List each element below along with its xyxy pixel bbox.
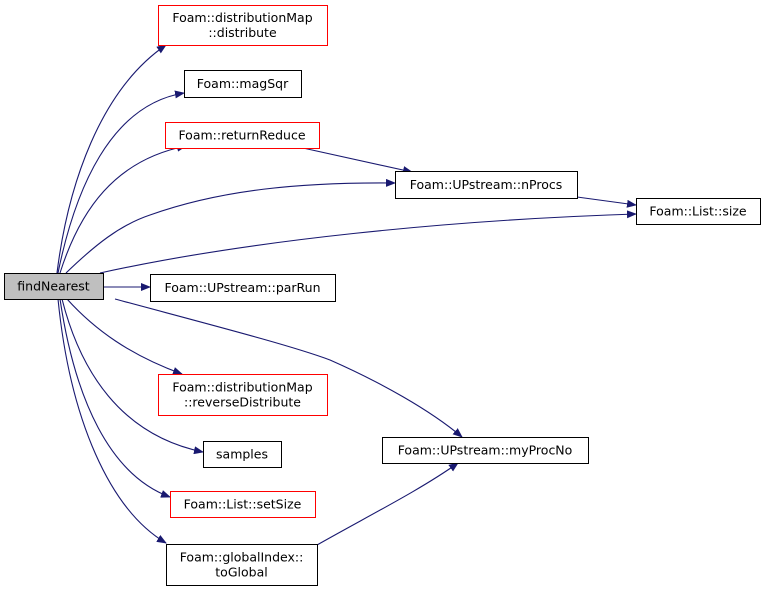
node-box <box>203 441 282 468</box>
node-distribute[interactable]: Foam::distributionMap::distribute <box>158 5 328 46</box>
node-box <box>395 171 578 199</box>
node-box <box>170 491 316 518</box>
node-box <box>184 70 302 98</box>
node-nProcs[interactable]: Foam::UPstream::nProcs <box>395 171 578 199</box>
edges <box>56 44 637 546</box>
edge-findNearest-distribute <box>56 44 167 274</box>
node-findNearest[interactable]: findNearest <box>4 273 104 300</box>
node-box <box>166 544 318 586</box>
edge-findNearest-returnReduce <box>59 143 187 274</box>
node-box <box>636 198 761 225</box>
node-label: Foam::UPstream::nProcs <box>410 177 562 192</box>
node-label: Foam::List::setSize <box>184 497 302 512</box>
edge-nProcs-size <box>576 196 637 208</box>
node-label: Foam::UPstream::myProcNo <box>398 443 573 458</box>
node-label: toGlobal <box>215 565 267 580</box>
node-box <box>4 273 104 300</box>
node-setSize[interactable]: Foam::List::setSize <box>170 491 316 518</box>
node-parRun[interactable]: Foam::UPstream::parRun <box>150 274 336 302</box>
node-label: Foam::globalIndex:: <box>180 550 304 565</box>
node-box <box>158 374 328 416</box>
edge-findNearest-reverseDistribute <box>66 298 183 375</box>
node-size[interactable]: Foam::List::size <box>636 198 761 225</box>
node-myProcNo[interactable]: Foam::UPstream::myProcNo <box>382 437 589 464</box>
node-samples[interactable]: samples <box>203 441 282 468</box>
node-label: Foam::distributionMap <box>172 380 312 395</box>
edge-findNearest-nProcs <box>65 178 396 274</box>
node-label: samples <box>216 447 268 462</box>
node-label: findNearest <box>17 279 89 294</box>
edge-findNearest-samples <box>61 298 204 455</box>
node-label: Foam::List::size <box>649 204 746 219</box>
node-toGlobal[interactable]: Foam::globalIndex::toGlobal <box>166 544 318 586</box>
node-label: ::reverseDistribute <box>184 395 301 410</box>
node-label: Foam::distributionMap <box>172 10 312 25</box>
edge-findNearest-size <box>99 210 637 274</box>
edge-toGlobal-myProcNo <box>316 462 459 546</box>
edge-findNearest-setSize <box>59 298 171 498</box>
node-box <box>150 274 336 302</box>
edge-returnReduce-nProcs <box>302 147 413 174</box>
node-label: Foam::returnReduce <box>178 128 305 143</box>
node-reverseDistribute[interactable]: Foam::distributionMap::reverseDistribute <box>158 374 328 416</box>
node-magSqr[interactable]: Foam::magSqr <box>184 70 302 98</box>
node-label: Foam::UPstream::parRun <box>164 280 320 295</box>
node-label: Foam::magSqr <box>197 76 289 91</box>
node-label: ::distribute <box>208 25 277 40</box>
node-box <box>382 437 589 464</box>
node-returnReduce[interactable]: Foam::returnReduce <box>165 122 320 149</box>
node-box <box>165 122 320 149</box>
edge-findNearest-myProcNo <box>114 298 463 438</box>
edge-findNearest-toGlobal <box>57 298 167 544</box>
edge-findNearest-magSqr <box>57 90 185 274</box>
node-box <box>158 5 328 46</box>
